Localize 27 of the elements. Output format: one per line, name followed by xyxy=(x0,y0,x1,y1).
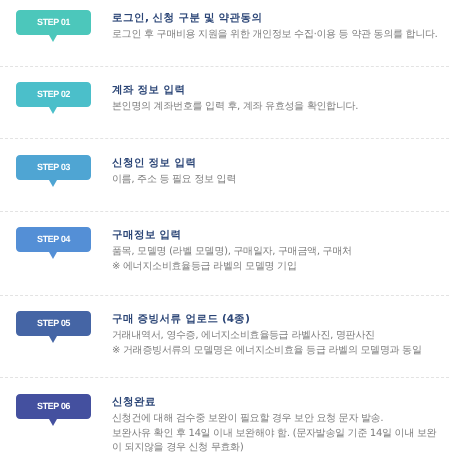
step-description: 신청건에 대해 검수중 보완이 필요할 경우 보안 요청 문자 발송. xyxy=(112,412,384,426)
step-title: 구매정보 입력 xyxy=(112,228,183,242)
step-description: ※ 거래증빙서류의 모델명은 에너지소비효율 등급 라벨의 모델명과 동일 xyxy=(112,344,423,358)
step-description: 거래내역서, 영수증, 에너지소비효율등급 라벨사진, 명판사진 xyxy=(112,329,376,343)
step-label: STEP 05 xyxy=(36,318,70,329)
step-badge xyxy=(16,10,91,42)
step-label: STEP 06 xyxy=(36,401,70,412)
step-label: STEP 03 xyxy=(36,162,70,173)
step-title: 계좌 정보 입력 xyxy=(112,83,186,97)
step-badge xyxy=(16,394,91,426)
step-title: 로그인, 신청 구분 및 약관동의 xyxy=(112,11,264,25)
step-description: 이름, 주소 등 필요 정보 입력 xyxy=(112,173,237,187)
step-description: 품목, 모델명 (라벨 모델명), 구매일자, 구매금액, 구매처 xyxy=(112,245,353,259)
step-title: 신청완료 xyxy=(112,395,157,409)
step-label: STEP 02 xyxy=(36,89,70,100)
step-badge xyxy=(16,311,91,343)
step-description: 보완사유 확인 후 14일 이내 보완해야 함. (문자발송일 기준 14일 이내 보완이 되지않을 경우 신청 무효화) xyxy=(112,427,438,455)
step-label: STEP 01 xyxy=(36,17,70,28)
step-label: STEP 04 xyxy=(36,234,70,245)
step-title: 신청인 정보 입력 xyxy=(112,156,198,170)
step-description: 로그인 후 구매비용 지원을 위한 개인정보 수집·이용 등 약관 동의를 합니다. xyxy=(112,28,439,42)
step-description: 본인명의 계좌번호를 입력 후, 계좌 유효성을 확인합니다. xyxy=(112,100,360,114)
step-title: 구매 증빙서류 업로드 (4종) xyxy=(112,312,251,326)
step-badge xyxy=(16,155,91,187)
step-description: ※ 에너지소비효율등급 라벨의 모델명 기입 xyxy=(112,260,298,274)
step-badge xyxy=(16,227,91,259)
step-badge xyxy=(16,82,91,114)
